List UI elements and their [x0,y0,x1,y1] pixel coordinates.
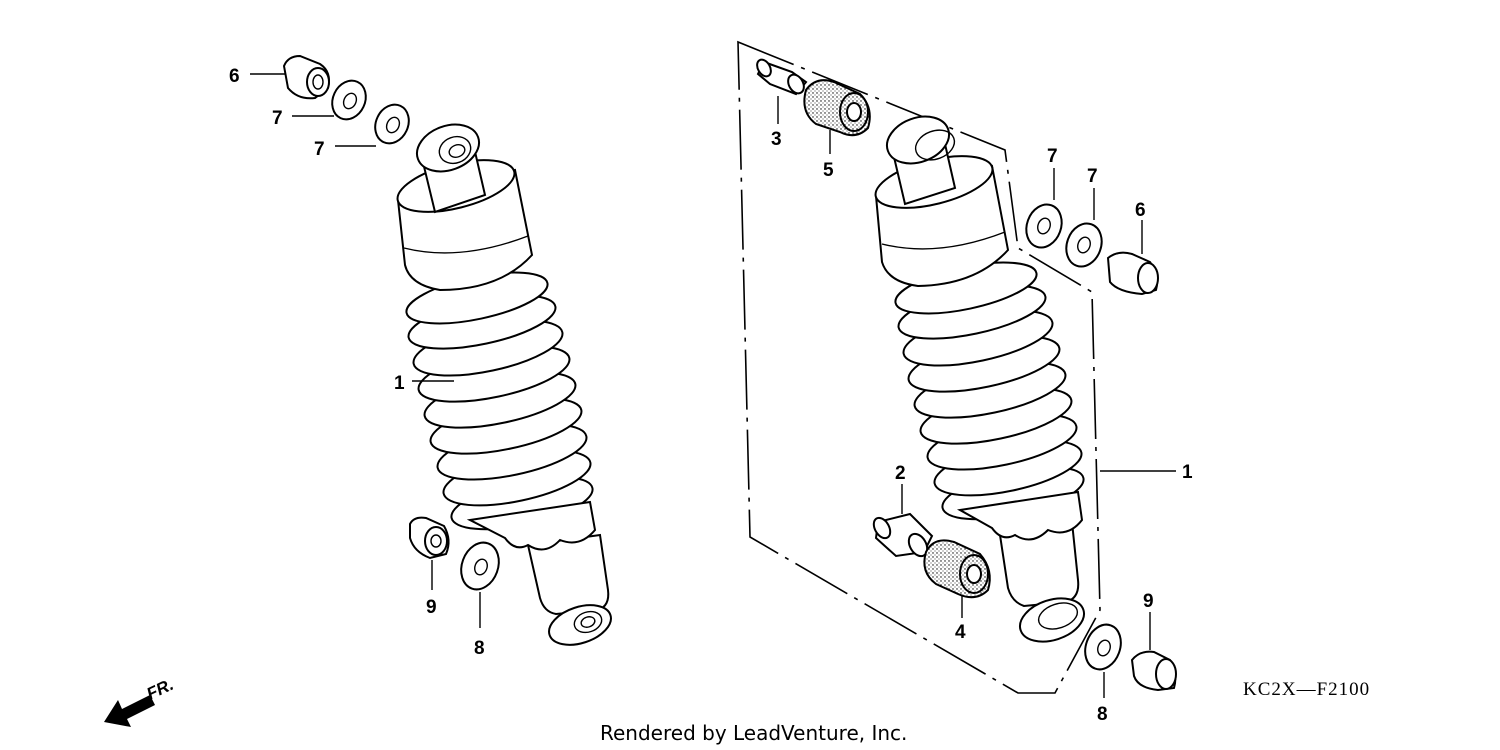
right-nut-9[interactable] [1130,650,1177,692]
callout-right-2: 2 [895,463,906,484]
diagram-code: KC2X—F2100 [1243,679,1370,700]
callout-right-9: 9 [1143,591,1154,612]
right-shock-absorber[interactable] [870,108,1089,649]
right-collar-2[interactable] [870,512,934,559]
callout-right-8: 8 [1097,704,1108,725]
callout-left-1: 1 [394,373,405,394]
callout-right-7a: 7 [1047,146,1058,167]
callout-right-7b: 7 [1087,166,1098,187]
left-nut-9[interactable] [409,516,450,560]
right-bushing-4[interactable] [923,539,991,599]
callout-left-6: 6 [229,66,240,87]
callout-left-7b: 7 [314,139,325,160]
right-washer-8[interactable] [1079,620,1127,675]
callout-right-5: 5 [823,160,834,181]
callout-left-8: 8 [474,638,485,659]
right-spring [894,261,1085,521]
right-assembly-boundary [737,40,1101,694]
render-credit: Rendered by LeadVenture, Inc. [600,721,907,745]
callout-left-7a: 7 [272,108,283,129]
right-washer-7b[interactable] [1061,219,1108,272]
right-bushing-5[interactable] [803,79,871,137]
callout-left-9: 9 [426,597,437,618]
left-nut-6[interactable] [282,54,330,100]
callout-right-3: 3 [771,129,782,150]
left-washer-7a[interactable] [326,75,372,125]
left-washer-7b[interactable] [369,99,415,149]
right-nut-6[interactable] [1106,251,1159,296]
front-direction-arrow-icon [104,695,155,727]
left-washer-8[interactable] [455,537,505,594]
right-washer-7a[interactable] [1021,200,1068,253]
callout-right-6: 6 [1135,200,1146,221]
right-collar-3[interactable] [754,57,808,96]
left-shock-absorber[interactable] [392,116,616,652]
left-spring [405,271,594,531]
callout-right-1: 1 [1182,462,1193,483]
callout-right-4: 4 [955,622,966,643]
